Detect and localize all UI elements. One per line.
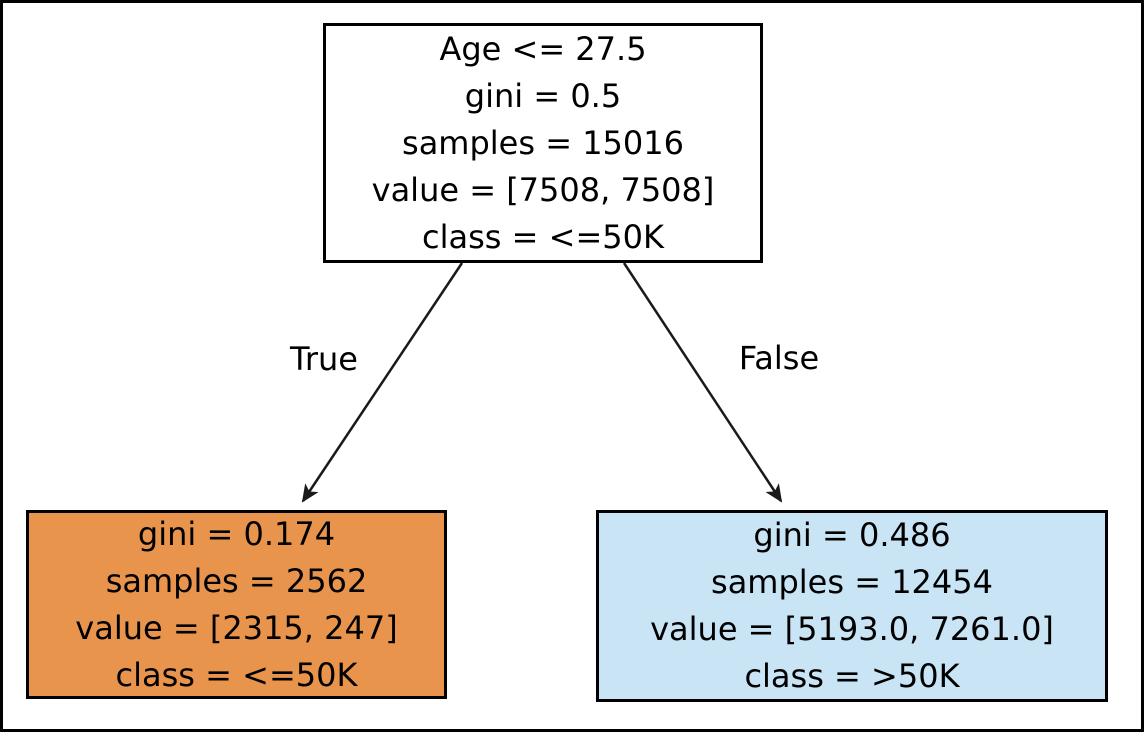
samples-count: samples = 15016 xyxy=(402,123,684,162)
gini-value: gini = 0.486 xyxy=(753,516,951,554)
samples-count: samples = 2562 xyxy=(105,561,368,600)
value-distribution: value = [2315, 247] xyxy=(75,608,398,647)
value-distribution: value = [7508, 7508] xyxy=(371,170,715,209)
class-label: class = <=50K xyxy=(115,655,358,694)
tree-node-left-leaf: gini = 0.174 samples = 2562 value = [231… xyxy=(26,510,447,699)
true-edge-label: True xyxy=(290,340,358,378)
tree-node-right-leaf: gini = 0.486 samples = 12454 value = [51… xyxy=(596,510,1108,702)
gini-value: gini = 0.5 xyxy=(464,76,622,115)
samples-count: samples = 12454 xyxy=(711,563,993,601)
value-distribution: value = [5193.0, 7261.0] xyxy=(650,610,1054,648)
false-edge-label: False xyxy=(738,339,820,377)
tree-node-root: Age <= 27.5 gini = 0.5 samples = 15016 v… xyxy=(323,23,763,263)
true-edge-arrow xyxy=(301,262,464,503)
class-label: class = <=50K xyxy=(422,217,664,256)
gini-value: gini = 0.174 xyxy=(137,514,336,553)
class-label: class = >50K xyxy=(744,657,960,695)
split-condition: Age <= 27.5 xyxy=(439,29,647,68)
false-edge-arrow xyxy=(622,262,783,503)
